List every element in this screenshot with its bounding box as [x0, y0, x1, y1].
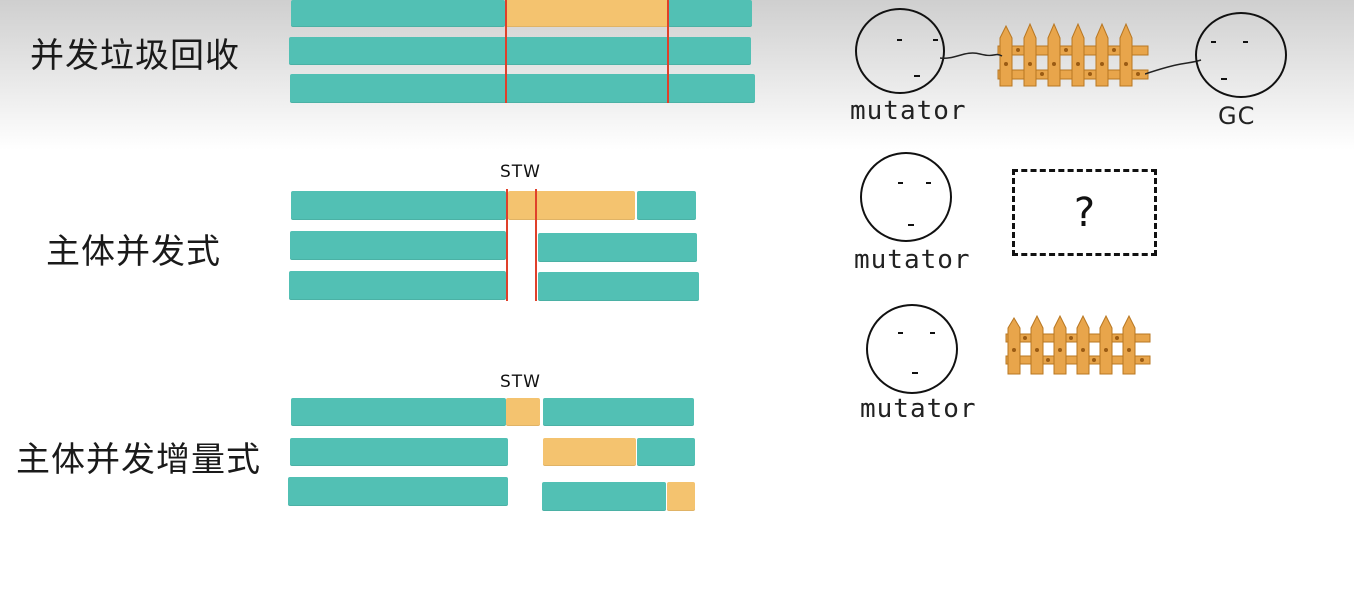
fence-icon: [1005, 314, 1151, 375]
mutator-bar: [291, 191, 506, 220]
unknown-box: ?: [1012, 169, 1157, 256]
mutator-caption: mutator: [854, 245, 971, 275]
mutator-bar: [538, 272, 699, 301]
face-eye: [1211, 41, 1216, 43]
mutator-bar: [289, 271, 506, 300]
mutator-bar: [288, 477, 508, 506]
face-mouth: [908, 224, 914, 226]
face-eye: [930, 332, 935, 334]
stw-end-line: [535, 189, 537, 301]
face-mouth: [1221, 78, 1227, 80]
mutator-bar: [668, 0, 752, 27]
mutator-bar: [538, 233, 697, 262]
mutator-bar: [289, 37, 751, 65]
mutator-bar: [290, 231, 506, 260]
gc-bar: [505, 0, 668, 27]
face-eye: [898, 182, 903, 184]
gc-bar: [508, 191, 635, 220]
face-eye: [933, 39, 938, 41]
gc-caption: GC: [1218, 102, 1256, 130]
gc-bar: [543, 438, 636, 466]
mutator-bar: [290, 74, 755, 103]
mutator-bar: [290, 438, 508, 466]
link-line: [940, 52, 1003, 59]
face-mouth: [912, 372, 918, 374]
face-eye: [898, 332, 903, 334]
mutator-bar: [637, 438, 695, 466]
mutator-face: [866, 304, 958, 394]
phase-marker-line: [505, 0, 507, 103]
stw-label: STW: [500, 162, 541, 182]
mutator-bar: [543, 398, 694, 426]
gc-bar: [667, 482, 695, 511]
label-mostly-concurrent-incremental: 主体并发增量式: [16, 440, 261, 480]
label-concurrent-gc: 并发垃圾回收: [30, 36, 240, 76]
face-eye: [897, 39, 902, 41]
mutator-face: [855, 8, 945, 94]
mutator-face: [860, 152, 952, 242]
stw-label: STW: [500, 372, 541, 392]
gc-face: [1195, 12, 1287, 98]
mutator-bar: [291, 0, 505, 27]
mutator-bar: [637, 191, 696, 220]
phase-marker-line: [667, 0, 669, 103]
fence-icon: [997, 22, 1149, 87]
mutator-caption: mutator: [860, 394, 977, 424]
face-eye: [926, 182, 931, 184]
face-mouth: [914, 75, 920, 77]
mutator-caption: mutator: [850, 96, 967, 126]
mutator-bar: [291, 398, 506, 426]
face-eye: [1243, 41, 1248, 43]
gc-bar: [506, 398, 540, 426]
label-mostly-concurrent: 主体并发式: [46, 232, 221, 272]
stw-start-line: [506, 189, 508, 301]
mutator-bar: [542, 482, 666, 511]
